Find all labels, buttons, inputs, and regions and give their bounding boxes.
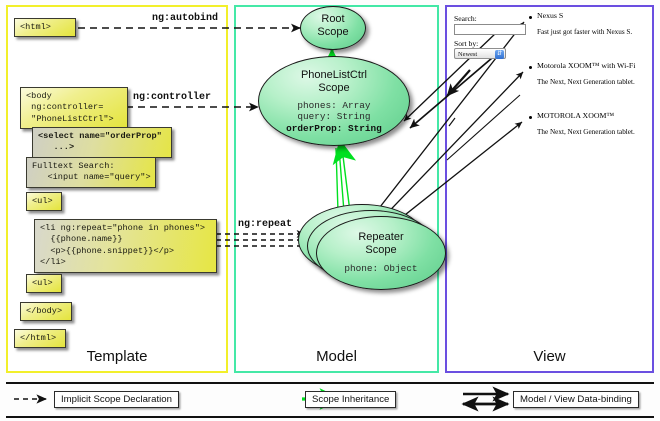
panel-view: View bbox=[445, 5, 654, 373]
panel-view-label: View bbox=[533, 348, 566, 365]
scope-prop-query: query: String bbox=[297, 111, 371, 123]
chevron-updown-icon[interactable]: ⇵ bbox=[495, 50, 504, 59]
edge-label-ng-controller: ng:controller bbox=[133, 92, 212, 103]
code-box-html-close: </html> bbox=[14, 329, 66, 349]
view-search-label: Search: bbox=[454, 14, 477, 23]
list-bullet bbox=[529, 16, 532, 19]
scope-prop-orderprop: orderProp: String bbox=[286, 122, 382, 134]
list-bullet bbox=[529, 66, 532, 69]
view-sort-select-value: Newest bbox=[458, 51, 478, 58]
view-phone-snippet-2: The Next, Next Generation tablet. bbox=[537, 78, 635, 86]
view-sort-label: Sort by: bbox=[454, 39, 479, 48]
code-box-ul-open: <ul> bbox=[26, 192, 62, 212]
view-search-input[interactable] bbox=[454, 24, 526, 35]
view-sort-select[interactable]: Newest ⇵ bbox=[454, 48, 506, 59]
legend-label-implicit: Implicit Scope Declaration bbox=[54, 391, 179, 408]
view-phone-name-1: Nexus S bbox=[537, 11, 564, 20]
code-box-html-open: <html> bbox=[14, 18, 76, 38]
edge-binding-diag-1 bbox=[446, 94, 521, 161]
code-box-select: <select name="orderProp" ...> bbox=[32, 127, 172, 158]
edge-binding-tail bbox=[448, 117, 456, 127]
panel-model-label: Model bbox=[316, 348, 357, 365]
legend-label-databinding: Model / View Data-binding bbox=[513, 391, 639, 408]
view-phone-snippet-1: Fast just got faster with Nexus S. bbox=[537, 28, 633, 36]
list-bullet bbox=[529, 116, 532, 119]
panel-model: Model bbox=[234, 5, 439, 373]
edge-label-ng-autobind: ng:autobind bbox=[152, 13, 219, 24]
view-phone-snippet-3: The Next, Next Generation tablet. bbox=[537, 128, 635, 136]
view-phone-name-3: MOTOROLA XOOM™ bbox=[537, 111, 615, 120]
legend-divider-top bbox=[6, 382, 654, 384]
view-phone-name-2: Motorola XOOM™ with Wi-Fi bbox=[537, 61, 636, 70]
code-box-body-open: <body ng:controller= "PhoneListCtrl"> bbox=[20, 87, 128, 130]
code-box-body-close: </body> bbox=[20, 302, 72, 322]
scope-prop-phone: phone: Object bbox=[344, 262, 418, 274]
code-box-fulltext-search: Fulltext Search: <input name="query"> bbox=[26, 157, 156, 188]
edge-binding-sort-back bbox=[446, 69, 471, 97]
code-box-ul-close: <ul> bbox=[26, 274, 62, 294]
edge-binding-query bbox=[403, 31, 498, 122]
code-box-li-repeat: <li ng:repeat="phone in phones"> {{phone… bbox=[34, 219, 217, 273]
panel-template-label: Template bbox=[86, 348, 148, 365]
scope-prop-phones: phones: Array bbox=[297, 99, 371, 111]
edge-label-ng-repeat: ng:repeat bbox=[238, 219, 293, 230]
legend-label-inheritance: Scope Inheritance bbox=[305, 391, 397, 408]
legend-divider-bottom bbox=[6, 416, 654, 418]
